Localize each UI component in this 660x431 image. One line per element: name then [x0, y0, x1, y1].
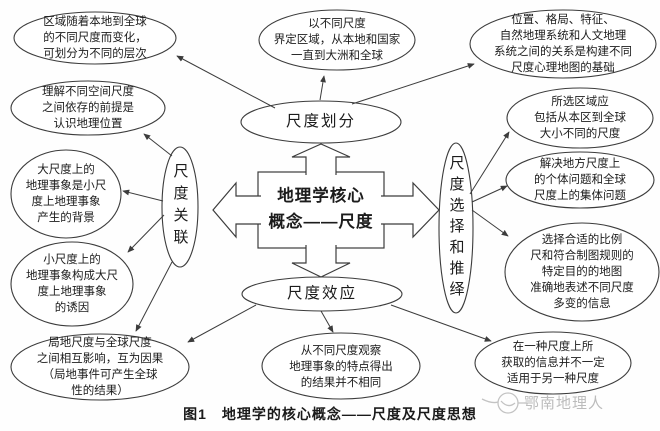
connector-selection-to-solve — [471, 185, 508, 203]
ellipse-understand-location — [10, 80, 166, 136]
ellipse-region-levels — [13, 11, 177, 65]
connector-division-to-region-levels — [176, 55, 276, 109]
connector-selection-to-choose-map — [471, 209, 509, 237]
node-define-regions: 以不同尺度 界定区域，从本地和国家 一直到大洲和全球 — [273, 17, 401, 63]
ellipse-define-regions — [258, 9, 416, 71]
ellipse-local-global-interact — [10, 333, 190, 401]
node-region-levels: 区域随着本地到全球 的不同尺度而变化， 可划分为不同的层次 — [43, 15, 147, 61]
ellipse-choose-map — [504, 222, 660, 322]
node-selected-region: 所选区域应 包括从本区到全球 大小不同的尺度 — [534, 95, 626, 141]
cross-arrow-down — [291, 245, 351, 278]
node-large-scale-background: 大尺度上的 地理事象是小尺 度上地理事象 产生的背景 — [25, 163, 107, 225]
hub-association: 尺度关联 — [171, 163, 189, 251]
watermark-logo-smile — [500, 400, 516, 407]
connector-association-to-small-scale — [127, 214, 165, 253]
connector-association-to-understand — [143, 133, 173, 157]
ellipse-small-scale-cause — [10, 241, 134, 327]
ellipse-info-not-transfer — [474, 331, 632, 395]
ellipse-hub-selection — [438, 142, 474, 314]
watermark-swash — [481, 398, 499, 404]
node-local-global-interact: 局地尺度与全球尺度 之间相互影响，互为因果 （局地事件可产生全球 性的结果） — [36, 336, 164, 398]
cross-arrow-right — [381, 181, 440, 239]
connector-effect-to-observe — [320, 310, 334, 333]
ellipse-large-scale-background — [10, 149, 122, 239]
connector-association-to-local-global — [135, 261, 173, 332]
node-small-scale-cause: 小尺度上的 地理事象构成大尺 度上地理事象 的诱因 — [26, 253, 118, 315]
connector-division-to-mental-map — [351, 63, 475, 105]
node-solve-problems: 解决地方尺度上 的个体问题和全球 尺度上的集体问题 — [534, 157, 626, 203]
node-observe-different: 从不同尺度观察 地理事象的特点得出 的结果并不相同 — [289, 344, 393, 390]
node-info-not-transfer: 在一种尺度上所 获取的信息并不一定 适用于另一种尺度 — [501, 340, 605, 386]
ellipse-mental-map-basis — [469, 9, 657, 79]
node-understand-location: 理解不同空间尺度 之间依存的前提是 认识地理位置 — [42, 85, 134, 131]
watermark-text: 鄂南地理人 — [524, 395, 605, 412]
ellipse-hub-association — [161, 146, 199, 268]
center-rect — [257, 171, 385, 249]
hub-division: 尺度划分 — [285, 113, 356, 131]
cross-arrow-up — [291, 143, 351, 175]
connector-effect-to-local-global — [187, 304, 257, 343]
cross-arrow-left — [212, 181, 261, 239]
node-choose-map: 选择合适的比例 尺和符合制图规则的 特定目的的地图 准确地表述不同尺度 多变的信… — [530, 233, 634, 311]
ellipse-hub-division — [240, 100, 402, 144]
connector-selection-to-selected-region — [469, 131, 510, 195]
ellipse-selected-region — [506, 87, 654, 149]
node-mental-map-basis: 位置、格局、特征、 自然地理系统和人文地理 系统之间的关系是构建不同 尺度心理地… — [494, 13, 632, 75]
connector-association-to-large-scale — [122, 189, 164, 202]
center-title: 地理学核心 概念——尺度 — [268, 187, 374, 231]
hub-effect: 尺度效应 — [286, 285, 357, 303]
figure-caption: 图1 地理学的核心概念——尺度及尺度思想 — [183, 406, 477, 422]
connector-effect-to-info — [390, 304, 492, 342]
hub-selection: 尺度选择和推绎 — [447, 154, 465, 302]
ellipse-solve-problems — [505, 151, 655, 209]
ellipse-observe-different — [261, 332, 421, 400]
connector-division-to-define-regions — [319, 75, 326, 101]
